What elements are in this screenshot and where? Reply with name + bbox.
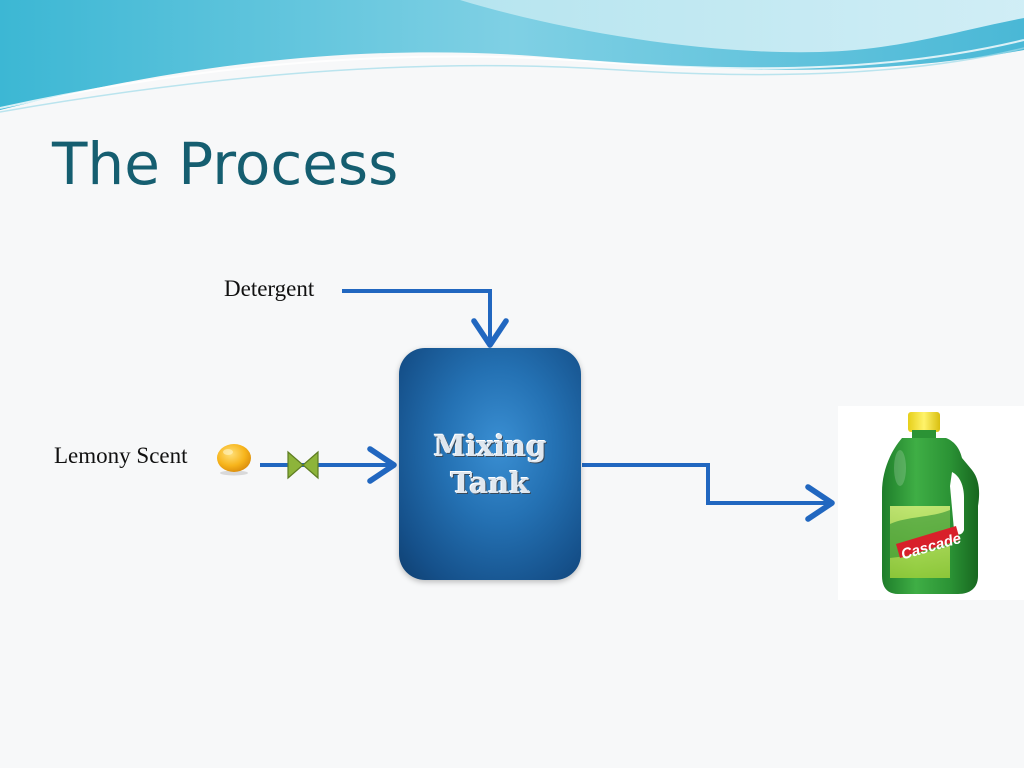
lemon-icon [217, 444, 251, 476]
lemony-scent-label: Lemony Scent [54, 443, 188, 468]
header-wave [0, 0, 1024, 113]
mixing-tank-label-line1: Mixing [433, 429, 547, 463]
detergent-bottle-icon: Cascade [882, 412, 980, 594]
cascade-product-image: Cascade [838, 406, 1024, 600]
output-arrow [582, 463, 835, 522]
detergent-label: Detergent [224, 276, 315, 301]
detergent-arrow [342, 289, 509, 348]
mixing-tank: Mixing Tank [399, 348, 581, 580]
slide-title: The Process [52, 130, 399, 198]
valve-icon [287, 450, 319, 480]
mixing-tank-label-line2: Tank [450, 466, 530, 500]
